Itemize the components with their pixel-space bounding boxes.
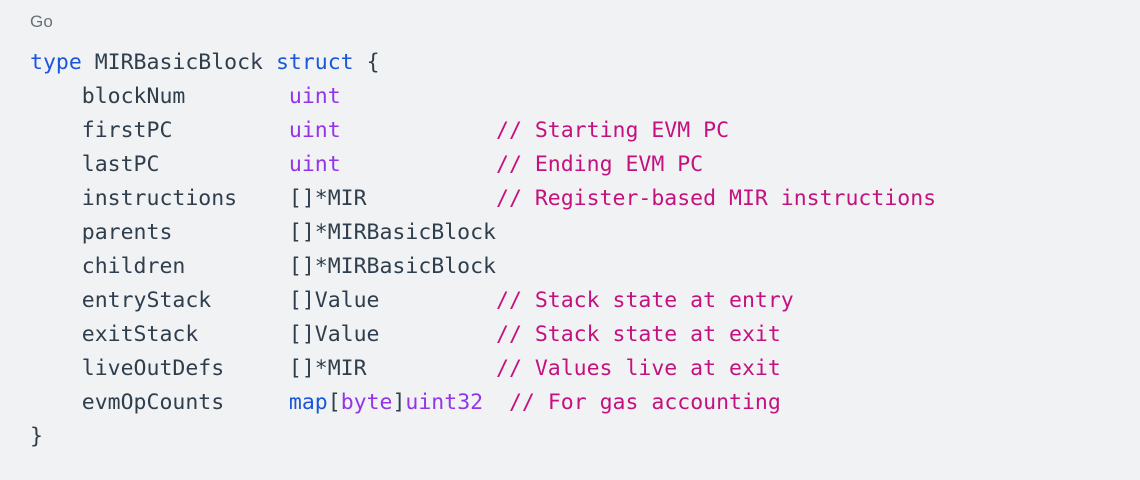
code-line: exitStack []Value // Stack state at exit [30,318,936,352]
code-token-punct: [ [327,390,341,415]
code-token-type: byte [340,390,393,415]
code-line: children []*MIRBasicBlock [30,250,936,284]
code-token-plain: instructions []*MIR [30,186,496,211]
code-line: } [30,420,936,454]
code-content[interactable]: type MIRBasicBlock struct { blockNum uin… [30,46,936,454]
code-token-plain: { [353,50,380,75]
code-token-type: uint32 [405,390,484,415]
code-token-comment: // Values live at exit [496,356,781,381]
code-token-plain [341,118,496,143]
code-token-plain: entryStack []Value [30,288,496,313]
code-token-plain: evmOpCounts [30,390,289,415]
code-token-keyword: map [288,390,328,415]
code-token-plain: liveOutDefs []*MIR [30,356,496,381]
code-line: blockNum uint [30,80,936,114]
code-token-plain: firstPC [30,118,289,143]
code-token-plain: exitStack []Value [30,322,496,347]
code-token-type: uint [288,84,341,109]
code-line: evmOpCounts map[byte]uint32 // For gas a… [30,386,936,420]
code-token-comment: // Stack state at exit [496,322,781,347]
code-token-comment: // Starting EVM PC [496,118,730,143]
code-token-comment: // Register-based MIR instructions [496,186,937,211]
code-line: firstPC uint // Starting EVM PC [30,114,936,148]
code-token-plain [341,152,496,177]
code-token-plain: } [30,424,43,449]
code-token-comment: // Stack state at entry [496,288,794,313]
code-line: entryStack []Value // Stack state at ent… [30,284,936,318]
code-token-comment: // Ending EVM PC [496,152,704,177]
code-token-plain [483,390,509,415]
code-line: type MIRBasicBlock struct { [30,46,936,80]
code-token-type: uint [288,152,341,177]
code-language-label: Go [30,12,54,31]
code-token-type: uint [288,118,341,143]
code-token-plain: parents []*MIRBasicBlock [30,220,496,245]
code-token-keyword: type [30,50,82,75]
code-line: instructions []*MIR // Register-based MI… [30,182,936,216]
code-token-punct: ] [392,390,406,415]
code-token-plain: lastPC [30,152,289,177]
code-token-keyword: struct [275,50,354,75]
code-token-comment: // For gas accounting [508,390,781,415]
code-line: parents []*MIRBasicBlock [30,216,936,250]
code-line: lastPC uint // Ending EVM PC [30,148,936,182]
code-token-plain: blockNum [30,84,289,109]
code-line: liveOutDefs []*MIR // Values live at exi… [30,352,936,386]
code-token-plain: MIRBasicBlock [81,50,276,75]
code-token-plain: children []*MIRBasicBlock [30,254,496,279]
